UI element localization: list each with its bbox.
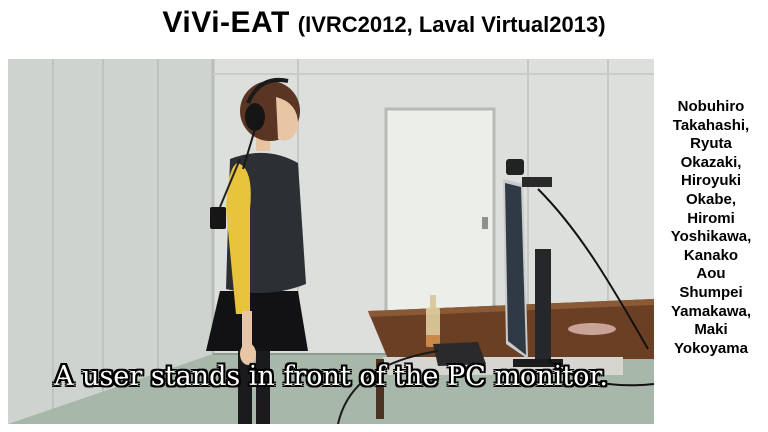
user-figure	[206, 78, 308, 424]
title-sub: (IVRC2012, Laval Virtual2013)	[297, 12, 606, 37]
left-wall	[8, 59, 213, 424]
headphones	[246, 78, 289, 104]
author-line: Maki	[694, 321, 728, 339]
author-line: Takahashi,	[672, 116, 750, 134]
title-main: ViVi-EAT	[162, 6, 290, 39]
author-line: Yokoyama	[674, 339, 748, 357]
slide-title: ViVi-EAT (IVRC2012, Laval Virtual2013)	[0, 6, 768, 40]
author-line: Okabe,	[685, 190, 737, 208]
author-line: Yoshikawa,	[670, 228, 752, 246]
video-frame: A user stands in front of the PC monitor…	[8, 59, 654, 424]
keyboard	[433, 342, 486, 366]
video-scene	[8, 59, 654, 424]
door-handle	[482, 217, 488, 229]
plate	[568, 323, 616, 335]
author-line: Shumpei	[679, 283, 743, 301]
author-line: Hiromi	[687, 209, 735, 227]
yellow-sleeve	[226, 163, 251, 314]
webcam	[506, 159, 524, 175]
wearable-device	[210, 207, 226, 229]
author-line: Yamakawa,	[670, 302, 752, 320]
author-line: Nobuhiro	[677, 98, 745, 115]
author-line: Hiroyuki	[680, 172, 741, 190]
author-line: Ryuta	[690, 135, 732, 153]
author-line: Okazaki,	[680, 153, 742, 171]
video-caption: A user stands in front of the PC monitor…	[54, 361, 608, 392]
author-line: Aou	[696, 265, 726, 283]
monitor-stand	[535, 249, 551, 359]
face	[276, 97, 299, 141]
skirt	[206, 291, 308, 351]
author-line: Kanako	[683, 246, 739, 264]
